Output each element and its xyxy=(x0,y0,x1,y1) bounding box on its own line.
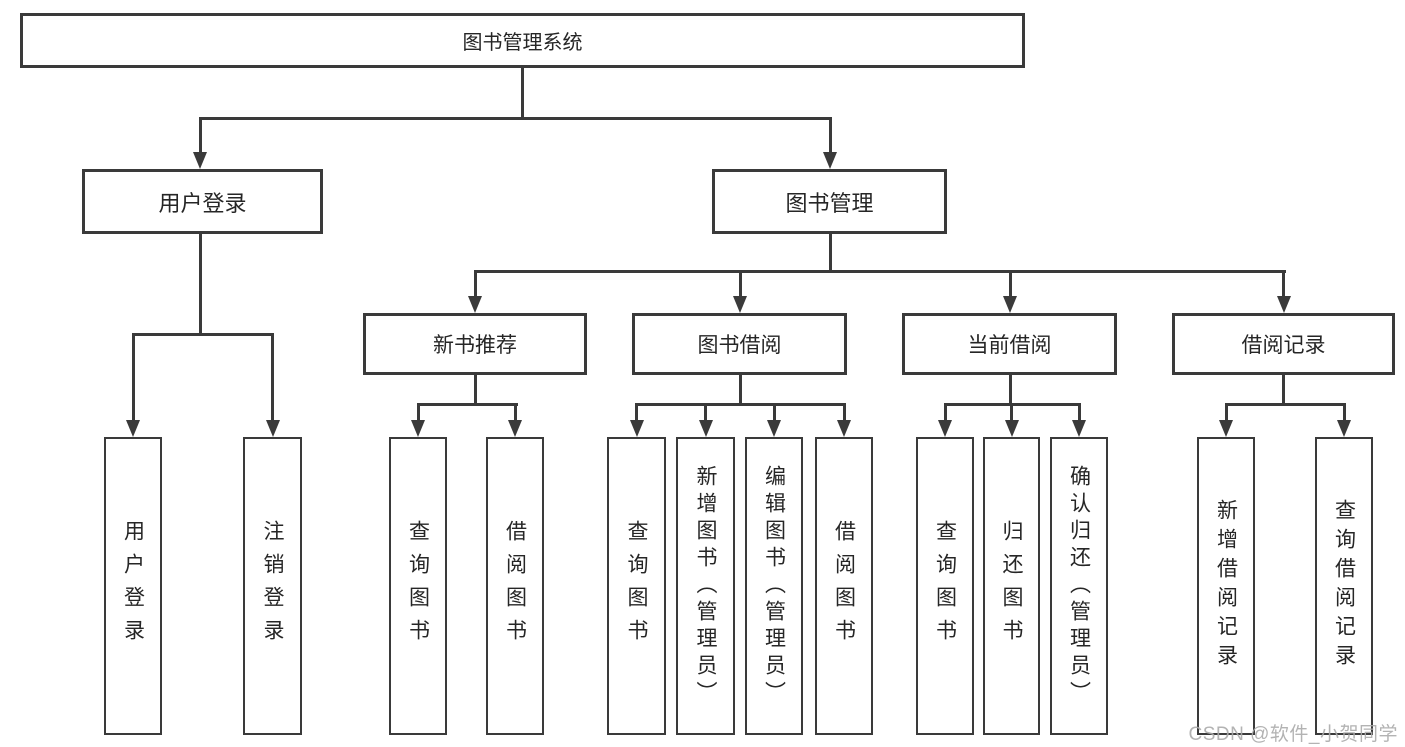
node-label: 借阅记录 xyxy=(1241,334,1326,357)
node-user-login-leaf: 用户登录 xyxy=(104,437,162,735)
connector-to-book-management xyxy=(828,116,832,154)
connector-root-stem xyxy=(520,68,524,118)
connector-borrowing-records-crossbar xyxy=(1224,402,1346,406)
connector-to-leaf xyxy=(131,332,135,421)
arrow-down-icon xyxy=(629,420,644,437)
node-borrow-books-leaf: 借阅图书 xyxy=(815,437,873,735)
arrow-down-icon xyxy=(411,420,425,437)
arrow-down-icon xyxy=(767,420,781,437)
node-user-login: 用户登录 xyxy=(82,169,323,234)
connector-to-leaf xyxy=(772,402,776,421)
arrow-down-icon xyxy=(508,420,522,437)
connector-new-book-stem xyxy=(473,375,477,405)
arrow-down-icon xyxy=(938,420,952,437)
node-label: 用户登录 xyxy=(158,190,247,216)
arrow-down-icon xyxy=(1337,420,1351,437)
arrow-down-icon xyxy=(733,296,747,313)
connector-to-leaf xyxy=(1224,402,1228,421)
node-label: 当前借阅 xyxy=(967,334,1052,357)
node-borrow-books-recommend: 借阅图书 xyxy=(486,437,544,735)
node-label: 借阅图书 xyxy=(832,520,856,652)
connector-to-leaf xyxy=(704,402,707,421)
connector-to-leaf xyxy=(1010,402,1013,421)
node-return-book: 归还图书 xyxy=(983,437,1040,735)
node-label: 新增借阅记录 xyxy=(1214,499,1238,673)
node-label: 编辑图书（管理员） xyxy=(762,464,786,708)
node-borrowing-records: 借阅记录 xyxy=(1172,313,1395,375)
connector-current-borrowing-stem xyxy=(1008,375,1012,405)
connector-borrowing-records-stem xyxy=(1282,375,1285,405)
node-label: 查询图书 xyxy=(406,520,430,652)
node-query-books-borrowing: 查询图书 xyxy=(607,437,666,735)
arrow-down-icon xyxy=(1003,296,1017,313)
connector-book-management-crossbar xyxy=(473,269,1286,273)
node-label: 注销登录 xyxy=(261,520,284,652)
node-label: 用户登录 xyxy=(121,520,145,652)
node-logout-leaf: 注销登录 xyxy=(243,437,302,735)
node-label: 图书借阅 xyxy=(697,334,782,357)
connector-user-login-stem xyxy=(198,234,202,334)
node-label: 新书推荐 xyxy=(433,334,517,357)
node-new-book-recommendation: 新书推荐 xyxy=(363,313,587,375)
connector-to-borrowing-records xyxy=(1282,269,1285,297)
node-label: 新增图书（管理员） xyxy=(694,464,717,708)
node-current-borrowing: 当前借阅 xyxy=(902,313,1117,375)
node-book-borrowing: 图书借阅 xyxy=(632,313,847,375)
arrow-down-icon xyxy=(698,420,713,437)
node-label: 确认归还（管理员） xyxy=(1067,464,1091,708)
connector-to-leaf xyxy=(416,402,420,421)
connector-to-leaf xyxy=(943,402,947,421)
connector-to-current-borrowing xyxy=(1008,269,1012,297)
node-add-book-admin: 新增图书（管理员） xyxy=(676,437,735,735)
arrow-down-icon xyxy=(193,152,207,169)
connector-to-new-book-recommendation xyxy=(473,269,477,297)
node-add-borrow-record: 新增借阅记录 xyxy=(1197,437,1255,735)
connector-to-user-login xyxy=(198,116,202,154)
arrow-down-icon xyxy=(837,420,851,437)
node-label: 借阅图书 xyxy=(503,520,527,652)
connector-to-leaf xyxy=(1077,402,1081,421)
connector-new-book-crossbar xyxy=(416,402,518,406)
arrow-down-icon xyxy=(1219,420,1233,437)
node-query-borrow-record: 查询借阅记录 xyxy=(1315,437,1373,735)
connector-to-leaf xyxy=(842,402,846,421)
node-label: 归还图书 xyxy=(1000,520,1023,652)
connector-to-leaf xyxy=(635,402,638,421)
connector-book-borrowing-stem xyxy=(738,375,742,405)
connector-root-crossbar xyxy=(198,116,832,120)
node-query-books-recommend: 查询图书 xyxy=(389,437,447,735)
arrow-down-icon xyxy=(468,296,482,313)
arrow-down-icon xyxy=(1072,420,1086,437)
connector-to-leaf xyxy=(1342,402,1346,421)
node-label: 查询图书 xyxy=(933,520,957,652)
arrow-down-icon xyxy=(1276,296,1291,313)
node-edit-book-admin: 编辑图书（管理员） xyxy=(745,437,803,735)
node-label: 查询图书 xyxy=(625,520,648,652)
node-label: 查询借阅记录 xyxy=(1332,499,1356,673)
arrow-down-icon xyxy=(265,420,280,437)
watermark: CSDN @软件_小贺同学 xyxy=(1188,724,1398,745)
node-label: 图书管理 xyxy=(785,190,874,216)
connector-to-leaf xyxy=(271,332,274,421)
arrow-down-icon xyxy=(1004,420,1019,437)
connector-user-login-crossbar xyxy=(131,332,274,336)
node-book-management: 图书管理 xyxy=(712,169,947,234)
arrow-down-icon xyxy=(823,152,837,169)
arrow-down-icon xyxy=(126,420,140,437)
connector-book-borrowing-crossbar xyxy=(635,402,846,406)
connector-to-book-borrowing xyxy=(738,269,742,297)
node-query-books-current: 查询图书 xyxy=(916,437,974,735)
node-library-management-system: 图书管理系统 xyxy=(20,13,1025,68)
node-confirm-return-admin: 确认归还（管理员） xyxy=(1050,437,1108,735)
connector-to-leaf xyxy=(513,402,517,421)
node-label: 图书管理系统 xyxy=(462,32,583,54)
connector-book-management-stem xyxy=(828,234,832,272)
